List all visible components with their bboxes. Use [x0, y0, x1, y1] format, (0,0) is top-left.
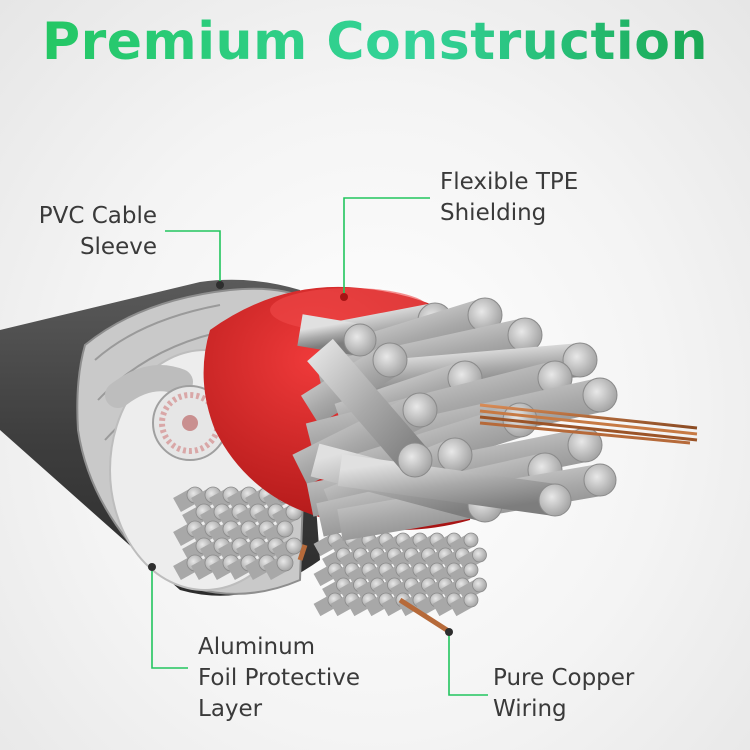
- copper-wire-strands: [297, 403, 698, 635]
- leader-tpe: [343, 197, 430, 297]
- leader-lines: [148, 197, 488, 696]
- leader-aluminum: [151, 567, 188, 669]
- page-title: Premium Construction: [0, 12, 750, 72]
- main-conductor-rods: [292, 297, 618, 541]
- leader-copper: [448, 632, 488, 696]
- callout-pvc-cable-sleeve: PVC Cable Sleeve: [38, 203, 157, 260]
- callout-aluminum-foil-layer: Aluminum Foil Protective Layer: [198, 634, 361, 722]
- callout-flexible-tpe-shielding: Flexible TPE Shielding: [440, 169, 579, 226]
- callout-pure-copper-wiring: Pure Copper Wiring: [493, 665, 635, 722]
- leader-pvc: [165, 230, 221, 285]
- small-wire-bundle-right: [313, 532, 487, 617]
